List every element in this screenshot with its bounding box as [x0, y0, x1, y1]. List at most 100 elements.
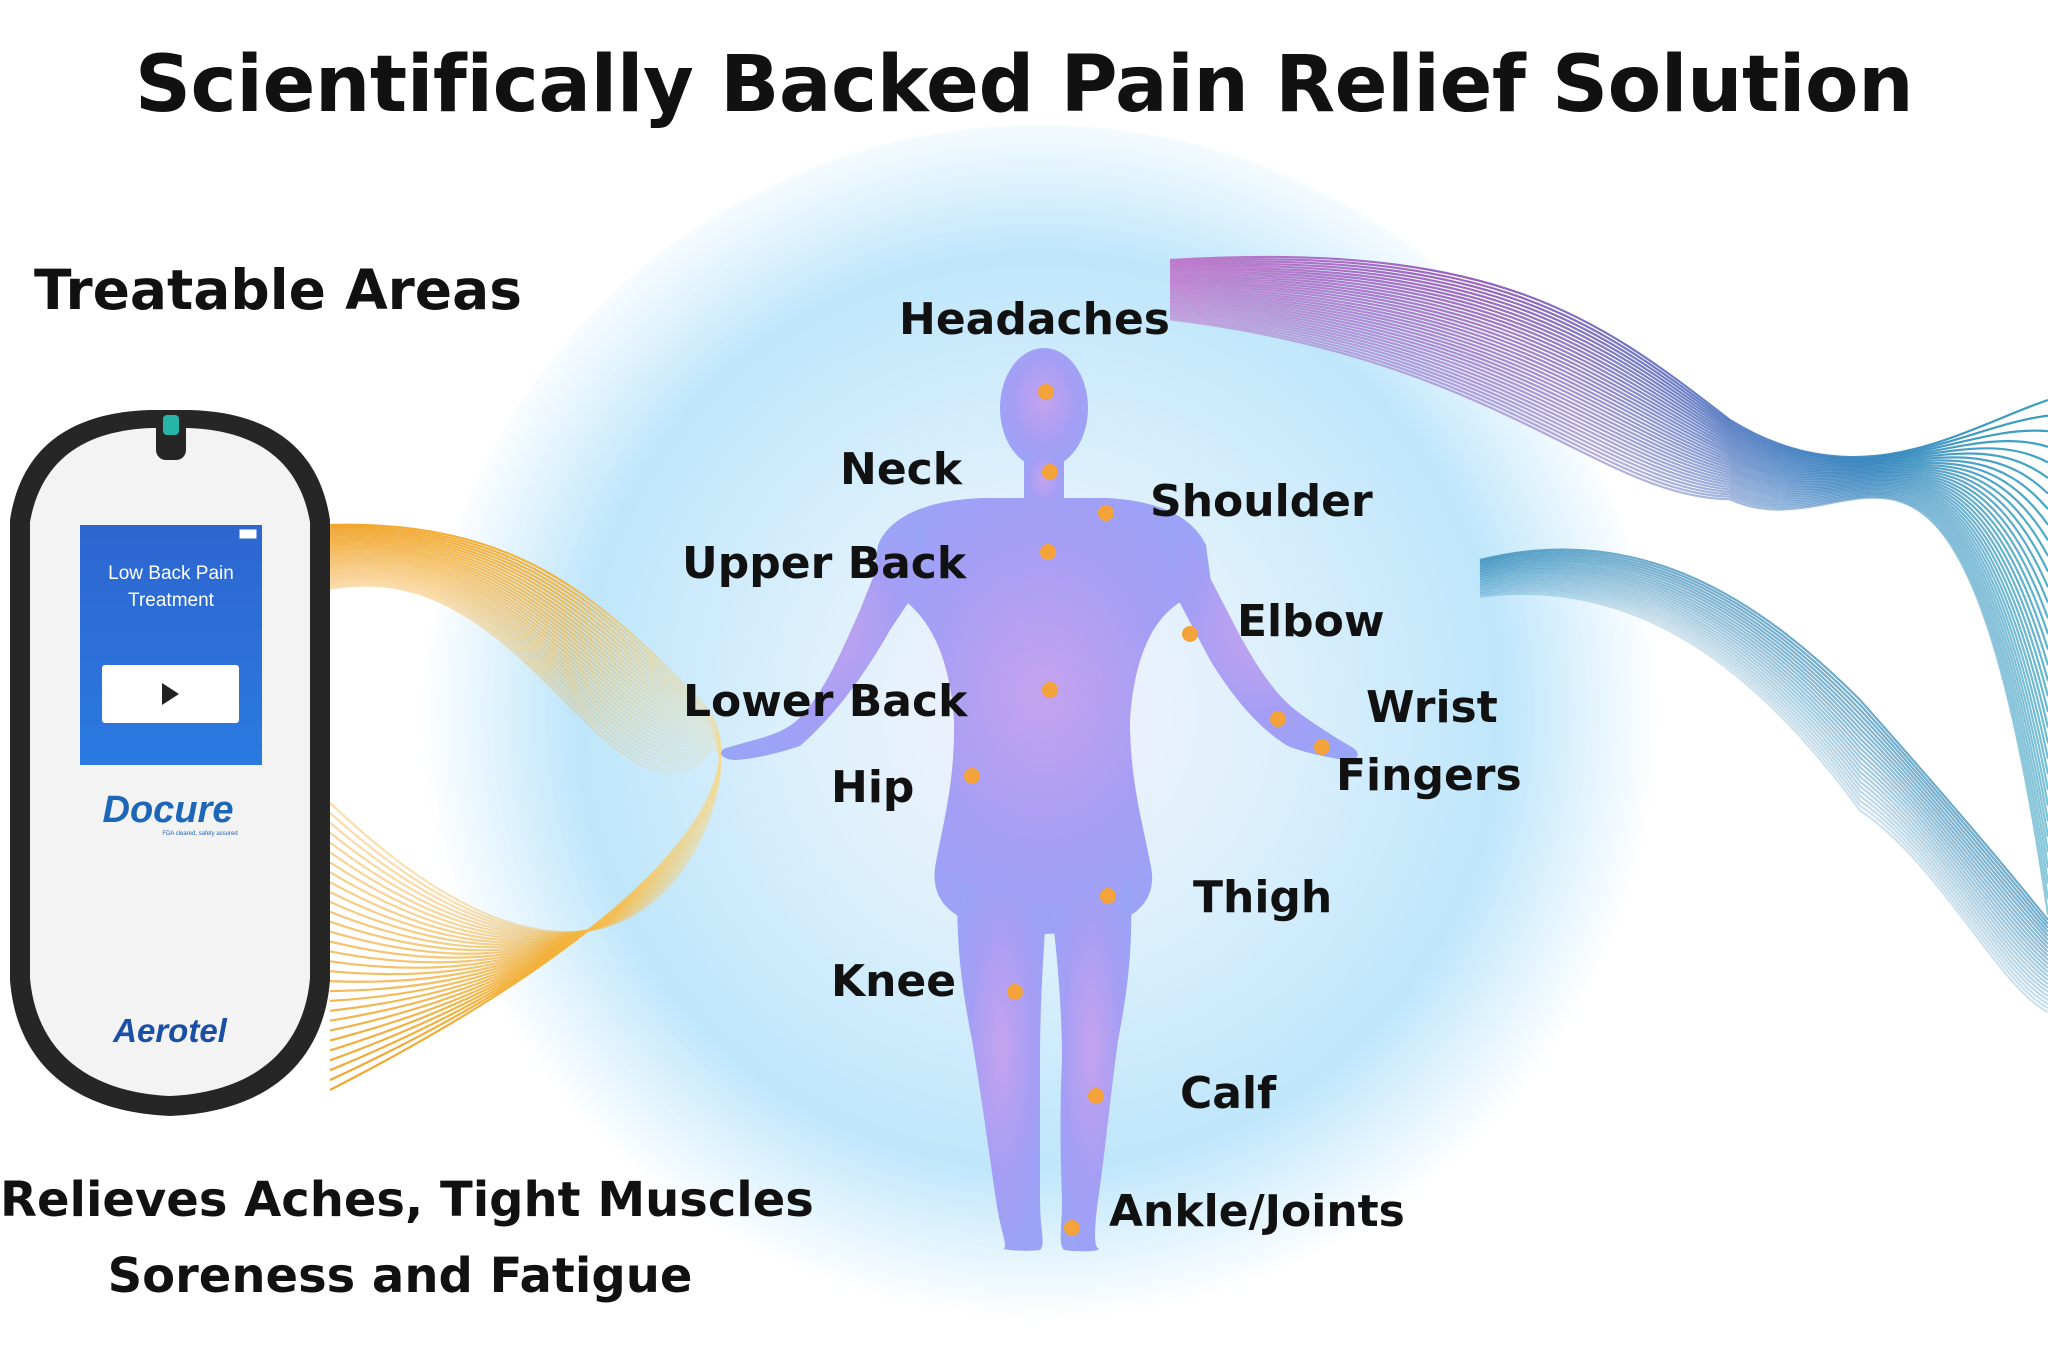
label-elbow: Elbow: [1237, 596, 1385, 647]
label-knee: Knee: [831, 956, 957, 1007]
wave-line: [1479, 581, 2048, 989]
label-neck: Neck: [840, 444, 963, 495]
marker-hip: [964, 768, 980, 784]
label-shoulder: Shoulder: [1150, 476, 1373, 527]
wave-line: [1169, 271, 2048, 510]
section-title: Treatable Areas: [34, 258, 522, 322]
wave-line: [1479, 568, 2048, 961]
wave-line: [1169, 282, 2048, 604]
wave-line: [1479, 564, 2048, 953]
wave-line: [1169, 280, 2048, 588]
wave-line: [1169, 262, 2048, 462]
marker-lower-back: [1042, 682, 1058, 698]
wave-line: [1169, 276, 2048, 557]
wave-line: [1479, 585, 2048, 997]
wave-line: [1479, 574, 2048, 973]
wave-line: [1169, 293, 2048, 697]
label-wrist: Wrist: [1366, 682, 1498, 733]
wave-line: [1169, 275, 2048, 541]
wave-line: [1479, 566, 2048, 957]
wave-line: [1479, 560, 2048, 945]
label-upper-back: Upper Back: [682, 538, 967, 589]
wave-line: [1479, 562, 2048, 949]
wave-line: [1169, 294, 2048, 713]
wave-line: [1169, 267, 2048, 479]
wave-line: [1169, 307, 2048, 822]
wave-line: [1169, 273, 2048, 526]
wave-line: [1169, 260, 2048, 461]
wave-line: [1479, 587, 2048, 1001]
wave-line: [1479, 570, 2048, 965]
wave-line: [1169, 258, 2048, 460]
wave-line: [1479, 592, 2048, 1013]
device-indicator-light: [163, 415, 179, 435]
marker-knee: [1007, 984, 1023, 1000]
wave-line: [1169, 318, 2048, 915]
wave-line: [1169, 309, 2048, 837]
wave-line: [1169, 285, 2048, 635]
device-maker: Aerotel: [112, 1012, 228, 1049]
wave-line: [1479, 554, 2048, 933]
label-hip: Hip: [831, 762, 915, 813]
left-wave-lines: [329, 523, 722, 1091]
tens-device: Low Back Pain Treatment Docure FDA clear…: [10, 410, 330, 1116]
device-brand-tagline: FDA cleared, safety assured: [162, 831, 237, 837]
wave-line: [1479, 577, 2048, 981]
wave-line: [1479, 548, 2048, 921]
wave-line: [1169, 296, 2048, 728]
tagline-line-2: Soreness and Fatigue: [107, 1248, 693, 1304]
label-headaches: Headaches: [899, 294, 1170, 345]
wave-line: [1169, 300, 2048, 760]
marker-neck: [1042, 464, 1058, 480]
wave-line: [1479, 590, 2048, 1009]
label-lower-back: Lower Back: [683, 676, 968, 727]
screen-title-line-1: Low Back Pain: [108, 563, 234, 584]
marker-elbow: [1182, 626, 1198, 642]
marker-fingers: [1314, 739, 1330, 755]
label-ankle-joints: Ankle/Joints: [1109, 1186, 1405, 1237]
wave-line: [1169, 284, 2048, 619]
device-screen: [80, 525, 262, 765]
screen-title-line-2: Treatment: [128, 590, 215, 611]
wave-line: [1479, 575, 2048, 977]
marker-thigh: [1100, 888, 1116, 904]
marker-wrist: [1270, 711, 1286, 727]
marker-calf: [1088, 1088, 1104, 1104]
label-calf: Calf: [1180, 1068, 1277, 1119]
marker-shoulder: [1098, 505, 1114, 521]
wave-line: [1169, 312, 2048, 869]
label-fingers: Fingers: [1336, 750, 1522, 801]
wave-line: [1169, 278, 2048, 573]
wave-line: [1169, 303, 2048, 791]
label-thigh: Thigh: [1193, 872, 1333, 923]
wave-line: [329, 584, 722, 934]
play-icon: [162, 683, 179, 705]
device-brand: Docure: [103, 789, 234, 831]
wave-line: [1479, 552, 2048, 929]
human-body-silhouette: [721, 348, 1358, 1252]
wave-line: [1169, 302, 2048, 775]
right-wave-lines: [1169, 255, 2048, 1013]
wave-line: [1169, 255, 2048, 459]
wave-line: [1479, 556, 2048, 937]
wave-line: [1169, 289, 2048, 666]
battery-icon: [239, 529, 257, 539]
wave-line: [1169, 269, 2048, 495]
wave-line: [1169, 311, 2048, 853]
tagline-line-1: Relieves Aches, Tight Muscles: [0, 1172, 814, 1228]
page-title: Scientifically Backed Pain Relief Soluti…: [134, 40, 1914, 130]
wave-line: [1479, 550, 2048, 925]
wave-line: [1479, 589, 2048, 1005]
wave-line: [1169, 316, 2048, 900]
treatment-points: [964, 384, 1330, 1236]
wave-line: [1479, 572, 2048, 969]
wave-line: [1479, 583, 2048, 993]
wave-line: [1169, 264, 2048, 464]
wave-line: [1169, 314, 2048, 884]
wave-line: [1479, 558, 2048, 941]
wave-line: [1169, 287, 2048, 650]
wave-line: [1479, 579, 2048, 985]
marker-headaches: [1038, 384, 1054, 400]
marker-upper-back: [1040, 544, 1056, 560]
